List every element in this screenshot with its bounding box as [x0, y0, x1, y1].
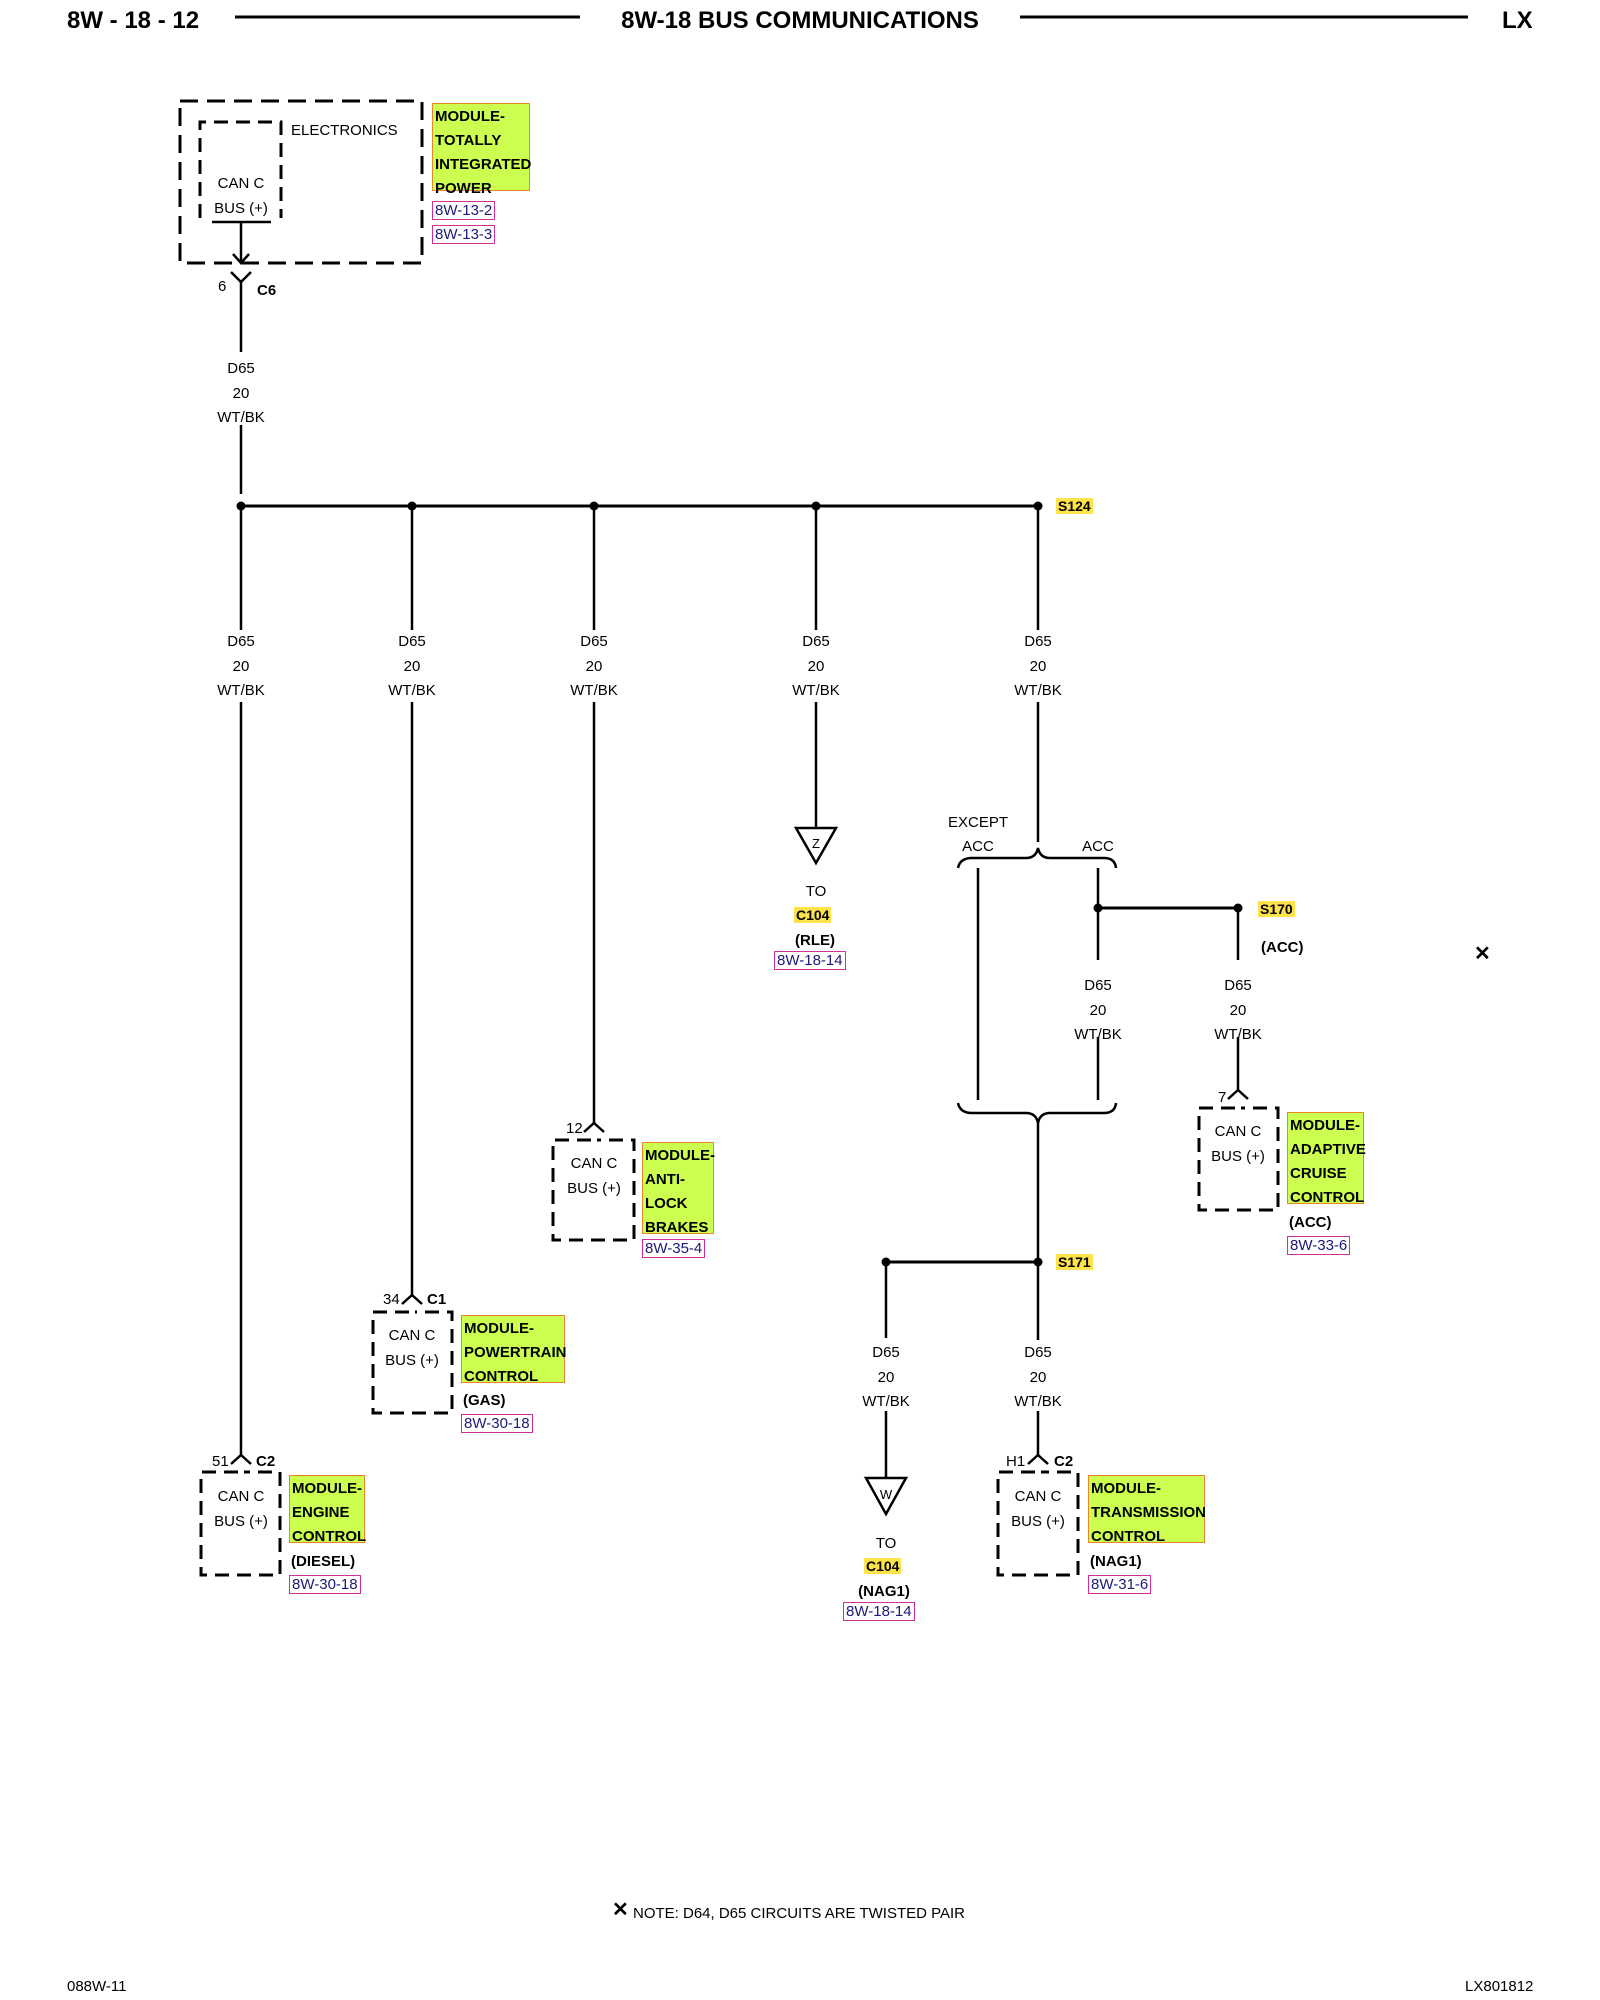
page-code-right: LX: [1502, 7, 1533, 34]
note-text: NOTE: D64, D65 CIRCUITS ARE TWISTED PAIR: [633, 1905, 966, 1922]
pcm-can-label-2: BUS (+): [385, 1352, 439, 1369]
pcm-ref[interactable]: 8W-30-18: [461, 1414, 533, 1433]
wire-circuit-label: D65: [1224, 977, 1252, 994]
wire-circuit-label: D65: [1024, 633, 1052, 650]
abs-ref[interactable]: 8W-35-4: [642, 1239, 706, 1258]
pcm-can-label-1: CAN C: [388, 1327, 436, 1344]
wire-circuit-label: D65: [802, 633, 830, 650]
wire-color-label: WT/BK: [1214, 1026, 1262, 1043]
wire-color-label: WT/BK: [570, 682, 618, 699]
tipm-inner-box: [198, 120, 283, 218]
wire-circuit-label: D65: [1024, 1344, 1052, 1361]
page-number-left: 8W - 18 - 12: [67, 7, 200, 34]
splice-s171: S171: [1056, 1254, 1093, 1270]
tcm-can-label-1: CAN C: [1014, 1488, 1062, 1505]
wire-color-label: WT/BK: [217, 409, 265, 426]
tcm-variant: (NAG1): [1090, 1553, 1142, 1570]
connector-z-variant: (RLE): [795, 932, 835, 949]
acc-ref[interactable]: 8W-33-6: [1287, 1236, 1351, 1255]
wire-circuit-label: D65: [227, 633, 255, 650]
wire-gauge-label: 20: [585, 658, 603, 675]
tipm-ref-2[interactable]: 8W-13-3: [432, 225, 496, 244]
connector-z-c104: C104: [794, 907, 832, 923]
wire-color-label: WT/BK: [388, 682, 436, 699]
branch-acc-right-label: ACC: [1082, 838, 1114, 855]
ecm-variant: (DIESEL): [291, 1553, 356, 1570]
tipm-electronics-label: ELECTRONICS: [291, 122, 398, 139]
wire-gauge-label: 20: [1229, 1002, 1247, 1019]
pcm-module-name: MODULE-POWERTRAIN CONTROL: [461, 1315, 567, 1385]
pcm-variant: (GAS): [463, 1392, 506, 1409]
abs-can-label-1: CAN C: [570, 1155, 618, 1172]
wire-gauge-label: 20: [1029, 1369, 1047, 1386]
pcm-connector: C1: [427, 1291, 447, 1308]
tcm-module-name: MODULE-TRANSMISSION CONTROL: [1088, 1475, 1206, 1545]
connector-w-c104: C104: [864, 1558, 902, 1574]
ecm-pin: 51: [212, 1453, 229, 1470]
acc-can-label-2: BUS (+): [1211, 1148, 1265, 1165]
tcm-pin: H1: [1006, 1453, 1026, 1470]
acc-can-label-1: CAN C: [1214, 1123, 1262, 1140]
branch-except-label: EXCEPT: [947, 814, 1009, 831]
abs-pin: 12: [566, 1120, 583, 1137]
note-symbol: ✕: [612, 1899, 629, 1921]
wire-circuit-label: D65: [227, 360, 255, 377]
twisted-pair-symbol: ✕: [1474, 943, 1491, 965]
wire-circuit-label: D65: [580, 633, 608, 650]
ecm-can-label-2: BUS (+): [214, 1513, 268, 1530]
abs-can-label-2: BUS (+): [567, 1180, 621, 1197]
connector-z-letter: Z: [812, 836, 820, 851]
wire-gauge-label: 20: [232, 658, 250, 675]
splice-s170-note: (ACC): [1261, 939, 1304, 956]
tipm-ref-1[interactable]: 8W-13-2: [432, 201, 496, 220]
ecm-connector: C2: [256, 1453, 276, 1470]
connector-z-ref[interactable]: 8W-18-14: [774, 951, 846, 970]
tipm-pin: 6: [218, 278, 227, 295]
acc-variant: (ACC): [1289, 1214, 1332, 1231]
wire-color-label: WT/BK: [862, 1393, 910, 1410]
tcm-can-label-2: BUS (+): [1011, 1513, 1065, 1530]
tipm-can-label-2: BUS (+): [214, 200, 268, 217]
ecm-ref[interactable]: 8W-30-18: [289, 1575, 361, 1594]
wire-gauge-label: 20: [1029, 658, 1047, 675]
tcm-connector: C2: [1054, 1453, 1074, 1470]
tipm-can-label-1: CAN C: [217, 175, 265, 192]
wire-circuit-label: D65: [1084, 977, 1112, 994]
wire-color-label: WT/BK: [792, 682, 840, 699]
splice-s170: S170: [1258, 901, 1295, 917]
connector-z-to: TO: [805, 883, 827, 900]
tipm-connector: C6: [257, 282, 277, 299]
wire-gauge-label: 20: [1089, 1002, 1107, 1019]
wire-color-label: WT/BK: [1014, 1393, 1062, 1410]
branch-acc-left-label: ACC: [962, 838, 994, 855]
acc-pin: 7: [1218, 1089, 1227, 1106]
splice-s124: S124: [1056, 498, 1093, 514]
wire-color-label: WT/BK: [217, 682, 265, 699]
ecm-module-name: MODULE-ENGINE CONTROL: [289, 1475, 366, 1545]
wire-gauge-label: 20: [403, 658, 421, 675]
wire-color-label: WT/BK: [1074, 1026, 1122, 1043]
wire-gauge-label: 20: [232, 385, 250, 402]
connector-w-variant: (NAG1): [858, 1583, 910, 1600]
wire-color-label: WT/BK: [1014, 682, 1062, 699]
wire-gauge-label: 20: [877, 1369, 895, 1386]
tipm-outer-box: [178, 99, 424, 265]
wire-circuit-label: D65: [872, 1344, 900, 1361]
tcm-ref[interactable]: 8W-31-6: [1088, 1575, 1152, 1594]
footer-right-code: LX801812: [1465, 1978, 1534, 1995]
page-title: 8W-18 BUS COMMUNICATIONS: [621, 7, 979, 34]
connector-w-to: TO: [875, 1535, 897, 1552]
wire-circuit-label: D65: [398, 633, 426, 650]
pcm-pin: 34: [383, 1291, 400, 1308]
ecm-can-label-1: CAN C: [217, 1488, 265, 1505]
footer-left-code: 088W-11: [67, 1978, 127, 1995]
connector-w-letter: W: [879, 1487, 893, 1502]
connector-w-ref[interactable]: 8W-18-14: [843, 1602, 915, 1621]
wire-gauge-label: 20: [807, 658, 825, 675]
